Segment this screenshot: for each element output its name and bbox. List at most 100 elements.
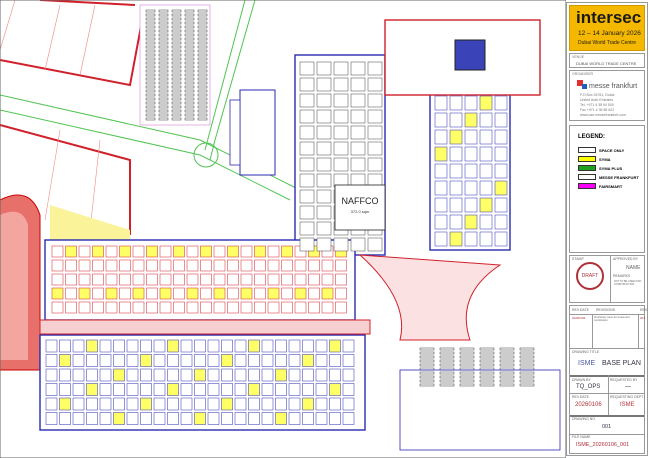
stand — [308, 273, 320, 286]
stand — [316, 141, 332, 156]
address-line: Tel. +971 4 38 94 500 — [580, 103, 614, 107]
stand — [186, 259, 199, 272]
stand — [86, 354, 98, 367]
rev-text: Preliminary issue for review and coordin… — [594, 316, 630, 322]
parking-bay — [197, 85, 208, 89]
stand — [140, 339, 152, 353]
parking-bay — [439, 355, 455, 359]
parking-bay — [459, 363, 475, 367]
stand — [227, 245, 239, 258]
stand — [494, 163, 508, 179]
parking-bay — [197, 117, 208, 121]
parking-bay — [145, 49, 156, 53]
stand — [146, 287, 158, 300]
stand — [254, 245, 266, 258]
parking-bay — [197, 101, 208, 105]
stand — [92, 245, 104, 258]
stand — [126, 383, 139, 396]
stand — [434, 129, 448, 145]
parking-bay — [145, 93, 156, 97]
stand — [299, 173, 315, 188]
stand — [333, 109, 349, 124]
approved-by: NAME — [626, 265, 641, 271]
stand — [464, 214, 478, 230]
legend-item: FAIRSMART — [578, 182, 622, 190]
legend: LEGEND: SPACE ONLY SYMA SYMA PLUS MESSE … — [569, 125, 645, 253]
stand — [261, 368, 274, 382]
stand — [329, 339, 341, 353]
parking-bay — [197, 93, 208, 97]
stand — [248, 383, 260, 396]
stand — [367, 125, 383, 140]
parking-bay — [184, 29, 195, 33]
stand — [479, 163, 493, 179]
stand — [234, 383, 247, 396]
stand — [78, 273, 91, 286]
stand — [333, 93, 349, 108]
stand — [221, 354, 233, 367]
stand — [299, 77, 315, 92]
address-line: P.O Box 26761, Dubai — [580, 93, 615, 97]
legend-label: SYMA PLUS — [599, 165, 623, 171]
parking-bay — [184, 25, 195, 29]
parking-bay — [171, 41, 182, 45]
parking-bay — [197, 53, 208, 57]
stand — [119, 287, 131, 300]
stand — [333, 141, 349, 156]
remarks-label: REMARKS — [613, 274, 631, 278]
parking-bay — [184, 85, 195, 89]
stand — [315, 354, 328, 367]
stand — [105, 287, 118, 300]
parking-bay — [197, 97, 208, 101]
parking-bay — [158, 105, 169, 109]
stand — [316, 189, 332, 204]
stand — [350, 141, 366, 156]
rev-date: 20260106 — [572, 316, 586, 320]
stand — [221, 383, 233, 396]
stand — [449, 231, 463, 247]
stand — [288, 339, 301, 353]
parking-bay — [158, 77, 169, 81]
stand — [248, 339, 260, 353]
stand — [146, 273, 158, 286]
parking-bay — [158, 73, 169, 77]
stand — [367, 109, 383, 124]
stand — [316, 77, 332, 92]
stand — [59, 412, 71, 425]
stand — [72, 368, 85, 382]
stand — [494, 197, 508, 213]
drawing-no-label: DRAWING NO. — [572, 417, 596, 421]
parking-bay — [184, 45, 195, 49]
parking-bay — [184, 97, 195, 101]
stand — [342, 354, 355, 367]
stand — [186, 301, 199, 314]
stand — [159, 259, 172, 272]
divider — [610, 256, 611, 302]
parking-bay — [145, 33, 156, 37]
stand — [132, 301, 145, 314]
parking-bay — [499, 371, 515, 375]
stand — [51, 259, 64, 272]
parking-bay — [197, 25, 208, 29]
stand — [240, 301, 253, 314]
stand — [333, 125, 349, 140]
stand — [434, 214, 448, 230]
parking-bay — [158, 9, 169, 13]
parking-bay — [184, 57, 195, 61]
stand — [494, 214, 508, 230]
parking-bay — [145, 53, 156, 57]
parking-bay — [158, 65, 169, 69]
parking-bay — [158, 37, 169, 41]
venue-box: VENUE DUBAI WORLD TRADE CENTRE — [569, 53, 645, 68]
stand — [207, 412, 220, 425]
stand — [302, 354, 314, 367]
parking-bay — [145, 65, 156, 69]
stand — [240, 259, 253, 272]
stand — [234, 368, 247, 382]
file-name: ISME_20260106_001 — [576, 442, 630, 448]
stand — [126, 397, 139, 411]
parking-bay — [184, 65, 195, 69]
stand — [335, 259, 347, 272]
naffco-label: NAFFCO — [342, 196, 379, 206]
parking-bay — [197, 37, 208, 41]
